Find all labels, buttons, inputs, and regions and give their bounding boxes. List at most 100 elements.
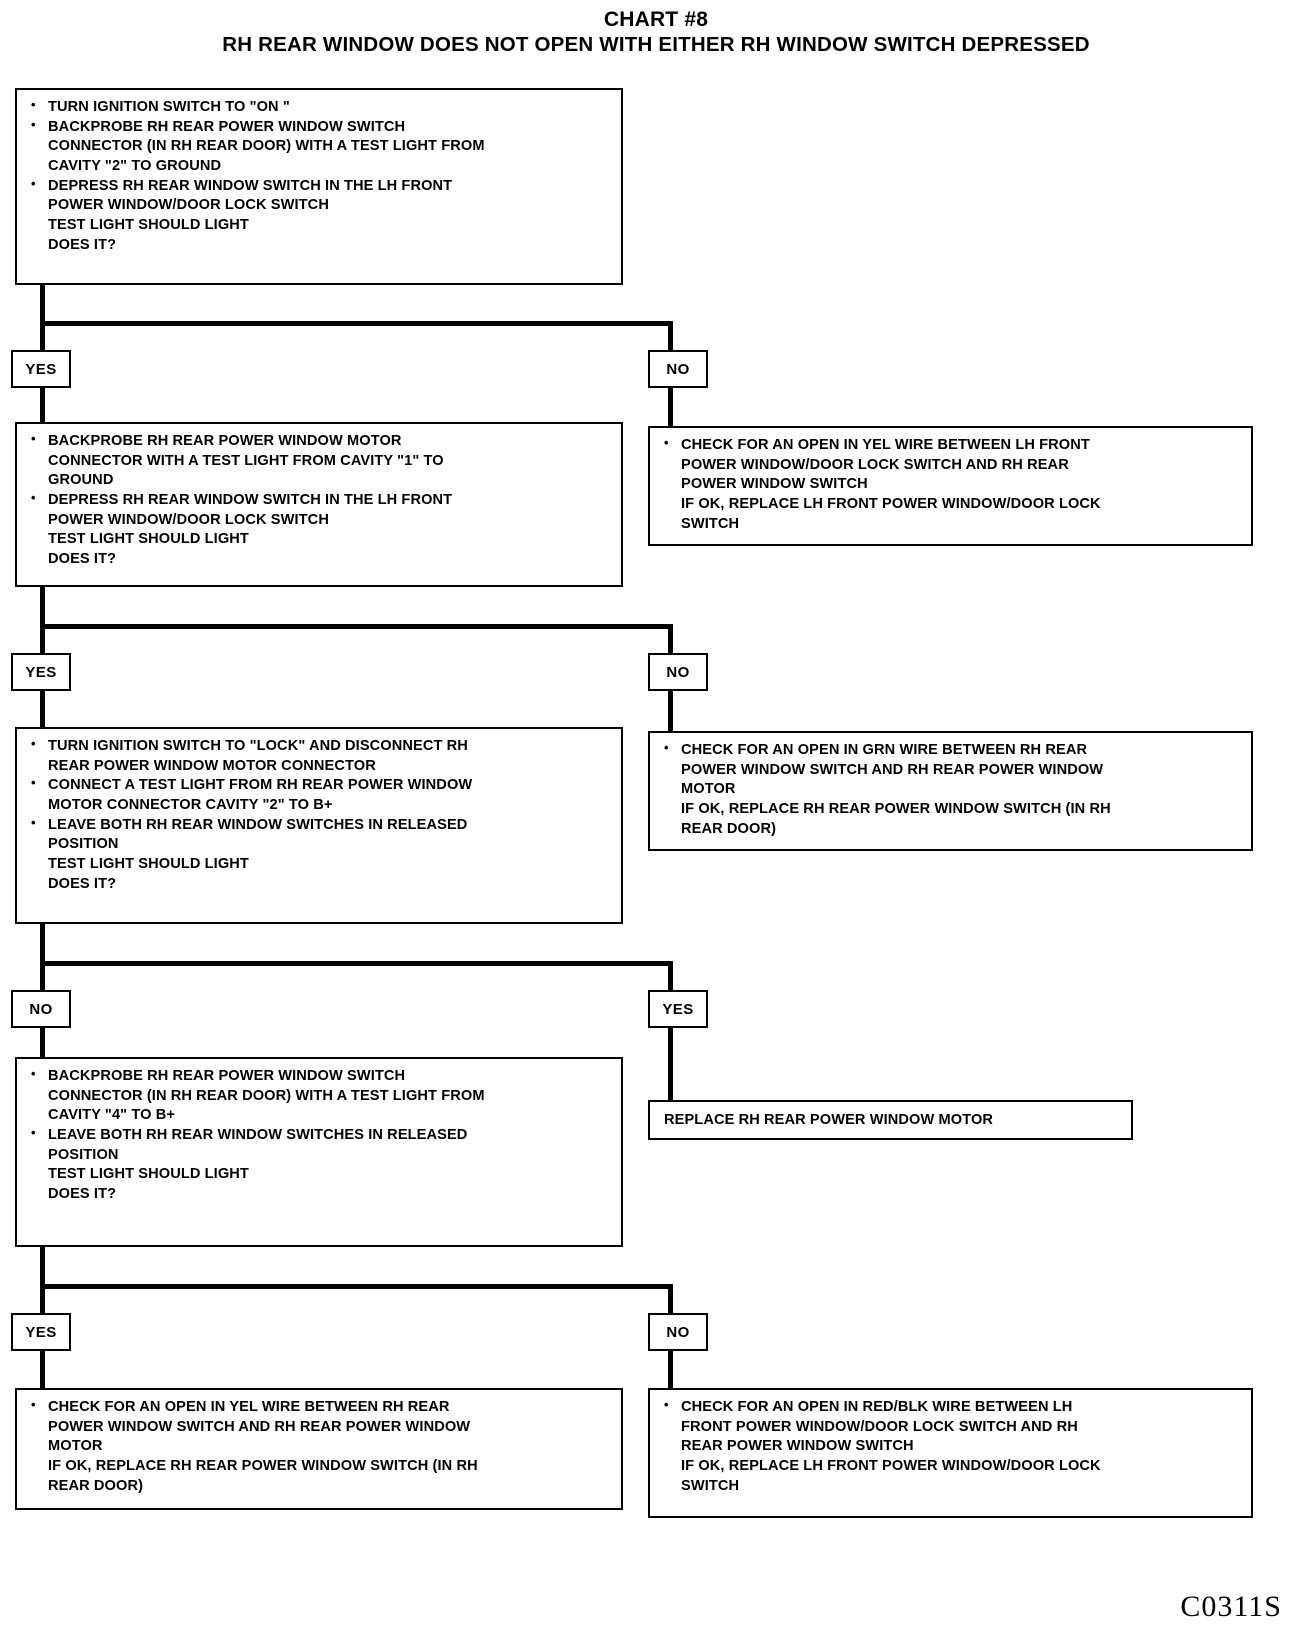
node-line: DOES IT? <box>48 875 117 892</box>
node-line: TEST LIGHT SHOULD LIGHT <box>48 856 249 873</box>
node-step3-right-list: CHECK FOR AN OPEN IN GRN WIRE BETWEEN RH… <box>660 740 1245 838</box>
node-line: POWER WINDOW SWITCH <box>681 476 868 493</box>
connector-line <box>40 285 45 325</box>
node-step2-right: CHECK FOR AN OPEN IN YEL WIRE BETWEEN LH… <box>648 426 1253 546</box>
node-line: LEAVE BOTH RH REAR WINDOW SWITCHES IN RE… <box>27 815 615 835</box>
node-step4-right: REPLACE RH REAR POWER WINDOW MOTOR <box>648 1100 1133 1140</box>
node-step5-right: CHECK FOR AN OPEN IN RED/BLK WIRE BETWEE… <box>648 1388 1253 1518</box>
node-line: REAR POWER WINDOW SWITCH <box>681 1438 914 1455</box>
node-line: CAVITY "2" TO GROUND <box>48 158 222 175</box>
node-line: IF OK, REPLACE RH REAR POWER WINDOW SWIT… <box>681 801 1111 818</box>
node-line: BACKPROBE RH REAR POWER WINDOW SWITCH <box>27 117 615 137</box>
connector-line <box>40 691 45 729</box>
document-code: C0311S <box>1180 1590 1282 1623</box>
node-step3-left: TURN IGNITION SWITCH TO "LOCK" AND DISCO… <box>15 727 623 924</box>
node-step2-right-list: CHECK FOR AN OPEN IN YEL WIRE BETWEEN LH… <box>660 435 1245 533</box>
branch-label-text: YES <box>25 1323 57 1341</box>
node-line: POWER WINDOW/DOOR LOCK SWITCH AND RH REA… <box>681 456 1069 473</box>
node-line: GROUND <box>48 472 114 489</box>
node-line: DEPRESS RH REAR WINDOW SWITCH IN THE LH … <box>27 176 615 196</box>
connector-line <box>668 1284 673 1316</box>
branch-label-text: NO <box>666 663 690 681</box>
node-step5-right-list: CHECK FOR AN OPEN IN RED/BLK WIRE BETWEE… <box>660 1397 1245 1495</box>
node-line: IF OK, REPLACE RH REAR POWER WINDOW SWIT… <box>48 1458 478 1475</box>
node-line: CONNECTOR (IN RH REAR DOOR) WITH A TEST … <box>48 1087 485 1104</box>
connector-line <box>668 961 673 993</box>
connector-line <box>40 624 673 629</box>
branch-label-text: NO <box>666 1323 690 1341</box>
branch-label-text: YES <box>662 1000 694 1018</box>
connector-line <box>668 388 673 426</box>
node-line: IF OK, REPLACE LH FRONT POWER WINDOW/DOO… <box>681 1458 1101 1475</box>
node-line: CHECK FOR AN OPEN IN RED/BLK WIRE BETWEE… <box>660 1397 1245 1417</box>
node-line: REPLACE RH REAR POWER WINDOW MOTOR <box>664 1112 994 1128</box>
connector-line <box>668 691 673 731</box>
branch-label-text: NO <box>29 1000 53 1018</box>
node-line: TURN IGNITION SWITCH TO "LOCK" AND DISCO… <box>27 736 615 756</box>
node-step5-left-list: CHECK FOR AN OPEN IN YEL WIRE BETWEEN RH… <box>27 1397 615 1495</box>
connector-line <box>40 961 45 993</box>
node-line: POSITION <box>48 836 119 853</box>
branch-label-no: NO <box>11 990 71 1028</box>
branch-label-text: YES <box>25 663 57 681</box>
node-line: CHECK FOR AN OPEN IN YEL WIRE BETWEEN LH… <box>660 435 1245 455</box>
connector-line <box>40 1284 673 1289</box>
node-line: CONNECT A TEST LIGHT FROM RH REAR POWER … <box>27 775 615 795</box>
node-line: DEPRESS RH REAR WINDOW SWITCH IN THE LH … <box>27 490 615 510</box>
node-line: TURN IGNITION SWITCH TO "ON " <box>27 97 615 117</box>
node-line: POWER WINDOW/DOOR LOCK SWITCH <box>48 197 329 214</box>
node-line: CAVITY "4" TO B+ <box>48 1107 175 1124</box>
node-step3-right: CHECK FOR AN OPEN IN GRN WIRE BETWEEN RH… <box>648 731 1253 851</box>
node-line: MOTOR CONNECTOR CAVITY "2" TO B+ <box>48 797 333 814</box>
node-line: CHECK FOR AN OPEN IN YEL WIRE BETWEEN RH… <box>27 1397 615 1417</box>
connector-line <box>40 1247 45 1287</box>
node-line: TEST LIGHT SHOULD LIGHT <box>48 217 249 234</box>
node-step5-left: CHECK FOR AN OPEN IN YEL WIRE BETWEEN RH… <box>15 1388 623 1510</box>
branch-label-yes: YES <box>11 653 71 691</box>
connector-line <box>668 321 673 351</box>
connector-line <box>40 924 45 964</box>
node-line: FRONT POWER WINDOW/DOOR LOCK SWITCH AND … <box>681 1418 1078 1435</box>
node-step3-left-list: TURN IGNITION SWITCH TO "LOCK" AND DISCO… <box>27 736 615 893</box>
node-line: LEAVE BOTH RH REAR WINDOW SWITCHES IN RE… <box>27 1125 615 1145</box>
connector-line <box>40 321 45 351</box>
node-line: SWITCH <box>681 1477 740 1494</box>
node-line: DOES IT? <box>48 551 117 568</box>
node-line: TEST LIGHT SHOULD LIGHT <box>48 531 249 548</box>
connector-line <box>40 1351 45 1390</box>
connector-line <box>40 1028 45 1060</box>
branch-label-text: NO <box>666 360 690 378</box>
connector-line <box>40 587 45 627</box>
node-line: BACKPROBE RH REAR POWER WINDOW MOTOR <box>27 431 615 451</box>
node-line: CONNECTOR (IN RH REAR DOOR) WITH A TEST … <box>48 138 485 155</box>
node-line: TEST LIGHT SHOULD LIGHT <box>48 1166 249 1183</box>
node-step2-left-list: BACKPROBE RH REAR POWER WINDOW MOTOR CON… <box>27 431 615 569</box>
node-line: POWER WINDOW/DOOR LOCK SWITCH <box>48 511 329 528</box>
branch-label-no: NO <box>648 1313 708 1351</box>
connector-line <box>668 1351 673 1390</box>
chart-subtitle: RH REAR WINDOW DOES NOT OPEN WITH EITHER… <box>222 33 1090 56</box>
node-line: REAR POWER WINDOW MOTOR CONNECTOR <box>48 757 376 774</box>
node-line: REAR DOOR) <box>681 820 777 837</box>
node-line: POWER WINDOW SWITCH AND RH REAR POWER WI… <box>681 761 1104 778</box>
node-line: IF OK, REPLACE LH FRONT POWER WINDOW/DOO… <box>681 496 1101 513</box>
chart-title: CHART #8 <box>603 8 709 31</box>
node-line: MOTOR <box>48 1438 103 1455</box>
node-step2-left: BACKPROBE RH REAR POWER WINDOW MOTOR CON… <box>15 422 623 587</box>
connector-line <box>40 321 673 326</box>
node-line: CHECK FOR AN OPEN IN GRN WIRE BETWEEN RH… <box>660 740 1245 760</box>
node-line: REAR DOOR) <box>48 1477 144 1494</box>
node-step1: TURN IGNITION SWITCH TO "ON " BACKPROBE … <box>15 88 623 285</box>
node-line: DOES IT? <box>48 236 117 253</box>
branch-label-yes: YES <box>648 990 708 1028</box>
node-line: SWITCH <box>681 515 740 532</box>
connector-line <box>668 1028 673 1100</box>
node-line: POSITION <box>48 1146 119 1163</box>
node-step4-left: BACKPROBE RH REAR POWER WINDOW SWITCH CO… <box>15 1057 623 1247</box>
node-step1-list: TURN IGNITION SWITCH TO "ON " BACKPROBE … <box>27 97 615 254</box>
branch-label-text: YES <box>25 360 57 378</box>
connector-line <box>668 624 673 656</box>
node-step4-left-list: BACKPROBE RH REAR POWER WINDOW SWITCH CO… <box>27 1066 615 1204</box>
branch-label-no: NO <box>648 350 708 388</box>
